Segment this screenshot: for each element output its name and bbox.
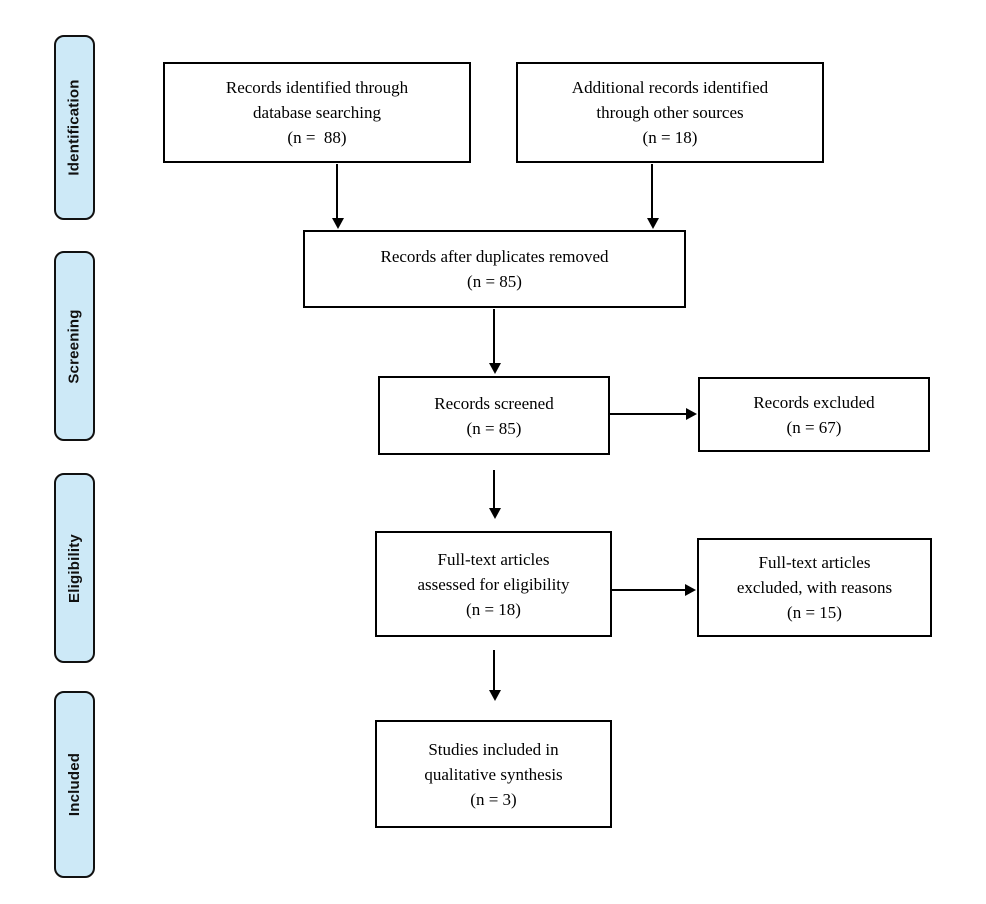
arrow-fulltext-to-excluded-icon bbox=[612, 584, 696, 596]
flow-box-records-excluded: Records excluded (n = 67) bbox=[698, 377, 930, 452]
stage-eligibility-label: Eligibility bbox=[66, 533, 83, 603]
box-count: (n = 18) bbox=[466, 599, 521, 619]
box-line: Studies included in bbox=[428, 739, 559, 759]
stage-identification-label: Identification bbox=[66, 79, 84, 176]
box-line: assessed for eligibility bbox=[417, 574, 570, 594]
box-count: (n = 15) bbox=[787, 603, 842, 622]
box-count: (n = 67) bbox=[786, 417, 842, 437]
flow-box-additional-records: Additional records identified through ot… bbox=[516, 62, 824, 163]
box-line: Full-text articles bbox=[758, 553, 871, 572]
flow-box-records-screened: Records screened (n = 85) bbox=[378, 376, 610, 455]
box-line: Records screened bbox=[434, 393, 554, 413]
box-line: Records identified through bbox=[225, 78, 409, 97]
arrow-identified-to-duplicates-icon bbox=[332, 164, 344, 229]
flow-box-fulltext-assessed: Full-text articles assessed for eligibil… bbox=[375, 531, 612, 637]
arrow-screened-to-fulltext-icon bbox=[489, 470, 501, 519]
box-count: (n = 85) bbox=[466, 418, 522, 438]
stage-screening-label: Screening bbox=[66, 308, 84, 384]
box-line: Records after duplicates removed bbox=[380, 247, 609, 266]
box-count: (n = 85) bbox=[467, 272, 522, 291]
box-line: qualitative synthesis bbox=[424, 764, 563, 784]
box-count: (n = 3) bbox=[470, 789, 517, 809]
box-line: through other sources bbox=[596, 103, 744, 122]
flow-box-records-identified: Records identified through database sear… bbox=[163, 62, 471, 163]
box-count: (n = 18) bbox=[642, 128, 698, 147]
arrow-duplicates-to-screened-icon bbox=[489, 309, 501, 374]
stage-included: Included bbox=[54, 691, 95, 878]
box-count: (n = 88) bbox=[287, 128, 347, 147]
arrow-screened-to-excluded-icon bbox=[610, 408, 697, 420]
stage-eligibility: Eligibility bbox=[54, 473, 95, 663]
stage-identification: Identification bbox=[54, 35, 95, 220]
arrow-additional-to-duplicates-icon bbox=[647, 164, 659, 229]
box-line: Full-text articles bbox=[437, 549, 550, 569]
stage-included-label: Included bbox=[66, 752, 83, 817]
flow-box-fulltext-excluded: Full-text articles excluded, with reason… bbox=[697, 538, 932, 637]
flow-box-studies-included: Studies included in qualitative synthesi… bbox=[375, 720, 612, 828]
box-line: Additional records identified bbox=[571, 78, 769, 97]
box-line: Records excluded bbox=[753, 392, 875, 412]
arrow-fulltext-to-included-icon bbox=[489, 650, 501, 701]
flow-box-duplicates-removed: Records after duplicates removed (n = 85… bbox=[303, 230, 686, 308]
box-line: database searching bbox=[253, 103, 381, 122]
box-line: excluded, with reasons bbox=[736, 578, 893, 597]
stage-screening: Screening bbox=[54, 251, 95, 441]
